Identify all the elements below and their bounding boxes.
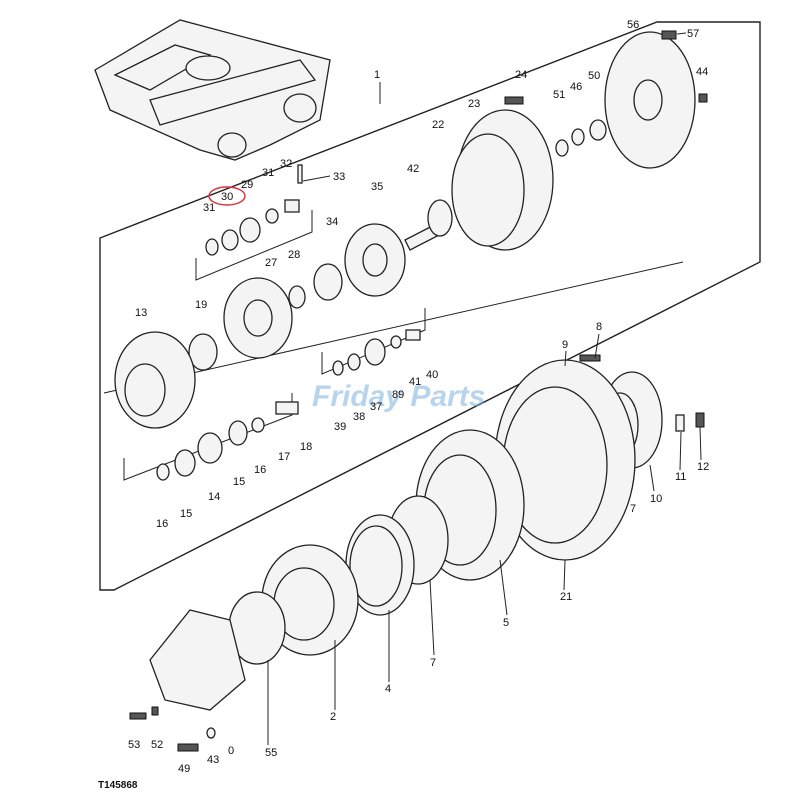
callout-34: 34 <box>326 216 338 228</box>
callout-31b: 31 <box>203 202 215 214</box>
gear-34 <box>313 263 343 301</box>
callout-52: 52 <box>151 739 163 751</box>
gear-14-group <box>156 417 265 481</box>
callout-53: 53 <box>128 739 140 751</box>
callout-51: 51 <box>553 89 565 101</box>
callout-13: 13 <box>135 307 147 319</box>
callout-31a: 31 <box>262 167 274 179</box>
part-11-clip <box>675 414 685 432</box>
callout-32: 32 <box>280 158 292 170</box>
callout-1: 1 <box>374 69 380 81</box>
washer-28 <box>288 285 306 309</box>
group-bracket-upper <box>195 210 313 281</box>
callout-37: 37 <box>370 401 382 413</box>
part-24-bolt <box>504 96 524 105</box>
callout-30: 30 <box>221 191 233 203</box>
callout-16a: 16 <box>254 464 266 476</box>
callout-17: 17 <box>278 451 290 463</box>
carrier-13 <box>114 331 196 429</box>
callout-40: 40 <box>426 369 438 381</box>
callout-2: 2 <box>330 711 336 723</box>
callout-55: 55 <box>265 747 277 759</box>
callout-9: 9 <box>562 339 568 351</box>
assembly-frame <box>99 21 761 591</box>
pin-17 <box>275 401 299 415</box>
callout-labels: 1 2 4 5 7 7 8 9 10 11 12 13 14 15 15 16 … <box>128 19 709 775</box>
part-43-washer <box>206 727 216 739</box>
callout-21: 21 <box>560 591 572 603</box>
callout-12: 12 <box>697 461 709 473</box>
part-49-bolt <box>177 743 199 752</box>
callout-44: 44 <box>696 66 708 78</box>
callout-43: 43 <box>207 754 219 766</box>
cover-56 <box>604 31 696 169</box>
gear-37-group <box>332 335 402 376</box>
part-51-ring <box>555 139 569 157</box>
pin-32 <box>284 199 300 213</box>
callout-5: 5 <box>503 617 509 629</box>
part-53-bolt <box>129 712 147 720</box>
pin-41 <box>405 329 421 341</box>
callout-42: 42 <box>407 163 419 175</box>
callout-24: 24 <box>515 69 527 81</box>
callout-50: 50 <box>588 70 600 82</box>
gear-29-group <box>205 208 279 256</box>
part-46-washer <box>571 128 585 146</box>
track-frame <box>94 19 331 161</box>
callout-38: 38 <box>353 411 365 423</box>
callout-8: 8 <box>596 321 602 333</box>
callout-28: 28 <box>288 249 300 261</box>
part-52-pin <box>151 706 159 716</box>
carrier-35 <box>344 223 406 297</box>
callout-23: 23 <box>468 98 480 110</box>
callout-16b: 16 <box>156 518 168 530</box>
callout-10: 10 <box>650 493 662 505</box>
callout-22: 22 <box>432 119 444 131</box>
part-44-plug <box>698 93 708 103</box>
part-57-bolt <box>661 30 677 40</box>
carrier-27 <box>223 277 293 359</box>
leader-lines <box>267 32 702 745</box>
callout-19: 19 <box>195 299 207 311</box>
callout-11: 11 <box>675 471 686 483</box>
callout-39: 39 <box>334 421 346 433</box>
callout-15b: 15 <box>180 508 192 520</box>
callout-33: 33 <box>333 171 345 183</box>
group-line-planet <box>103 261 684 394</box>
callout-27: 27 <box>265 257 277 269</box>
callout-46: 46 <box>570 81 582 93</box>
part-12-bolt <box>695 412 705 428</box>
part-50-bearing <box>589 119 607 141</box>
pin-33 <box>297 164 303 184</box>
ring-gear-23 <box>451 109 554 251</box>
shaft-42 <box>404 199 453 251</box>
watermark: Friday Parts <box>312 380 485 413</box>
gear-19 <box>188 333 218 371</box>
callout-0: 0 <box>228 745 234 757</box>
motor-0 <box>149 609 246 711</box>
callout-7b: 7 <box>430 657 436 669</box>
callout-57: 57 <box>687 28 699 40</box>
part-8-bolt <box>579 354 601 362</box>
callout-49: 49 <box>178 763 190 775</box>
callout-89: 89 <box>392 389 404 401</box>
callout-29: 29 <box>241 179 253 191</box>
figure-id: T145868 <box>98 780 138 791</box>
seal-4 <box>345 514 415 616</box>
callout-35: 35 <box>371 181 383 193</box>
callout-4: 4 <box>385 683 391 695</box>
callout-18: 18 <box>300 441 312 453</box>
callout-7a: 7 <box>630 503 636 515</box>
callout-15a: 15 <box>233 476 245 488</box>
callout-41: 41 <box>409 376 421 388</box>
highlight-circle <box>208 186 246 206</box>
callout-56: 56 <box>627 19 639 31</box>
callout-14: 14 <box>208 491 220 503</box>
housing-2 <box>261 544 359 656</box>
